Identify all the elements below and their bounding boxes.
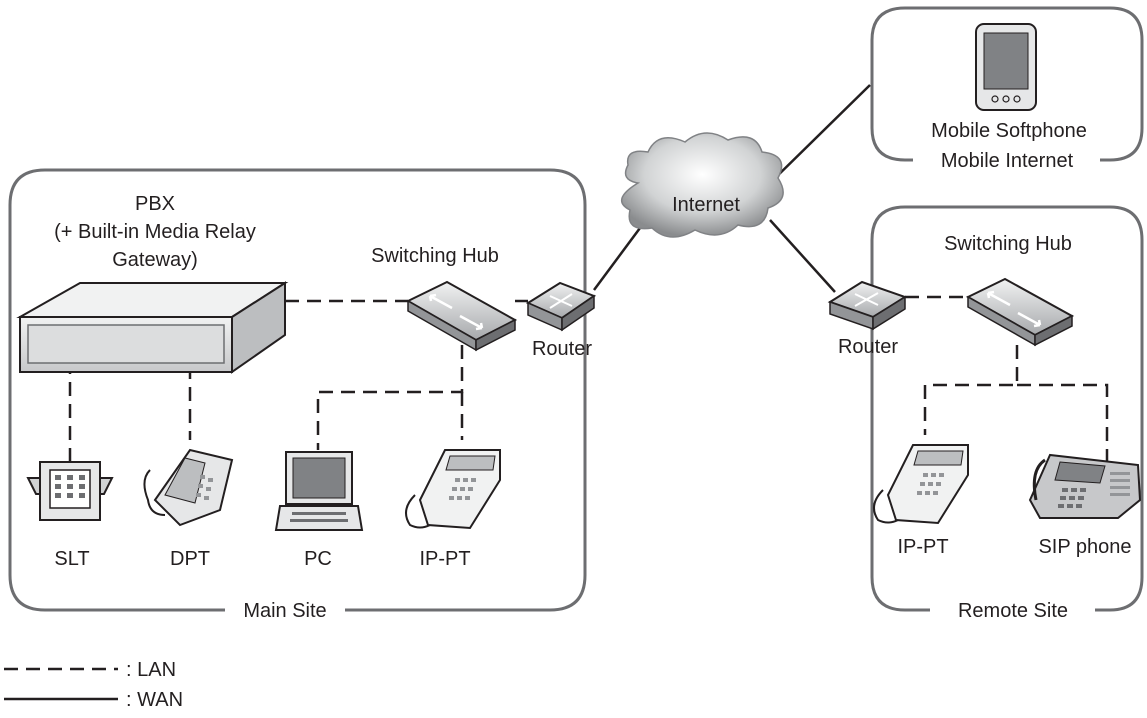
slt-phone-icon	[26, 461, 114, 521]
ip-pt-phone-icon-main	[405, 449, 501, 530]
switching-hub-icon-main	[405, 280, 518, 352]
router-icon-remote	[827, 280, 908, 331]
ip-pt-label-remote: IP-PT	[897, 536, 948, 558]
internet-label: Internet	[672, 194, 740, 216]
router-label-remote: Router	[838, 336, 898, 358]
mobile-softphone-icon	[975, 23, 1037, 111]
wan-connections	[592, 84, 871, 293]
legend-wan-label: : WAN	[126, 689, 183, 711]
ip-pt-phone-icon-remote	[873, 444, 969, 525]
router-label-main: Router	[532, 338, 592, 360]
switching-hub-icon-remote	[965, 277, 1075, 347]
pc-icon	[274, 451, 364, 531]
slt-label: SLT	[54, 548, 89, 570]
sip-phone-label: SIP phone	[1038, 536, 1131, 558]
main-site-frame: Main Site	[8, 168, 587, 622]
ip-pt-label-main: IP-PT	[419, 548, 470, 570]
pbx-icon	[16, 281, 289, 374]
lan-connections	[68, 295, 1109, 465]
dpt-label: DPT	[170, 548, 210, 570]
sip-phone-icon	[1028, 453, 1142, 519]
legend: : LAN : WAN	[4, 659, 183, 711]
mobile-internet-frame: Mobile Internet	[870, 6, 1144, 172]
legend-lan-label: : LAN	[126, 659, 176, 681]
pbx-label-line1: PBX	[135, 193, 175, 215]
main-site-label: Main Site	[243, 600, 326, 622]
pc-label: PC	[304, 548, 332, 570]
router-icon-main	[525, 281, 597, 332]
pbx-label-line2: (+ Built-in Media Relay	[54, 221, 256, 243]
switching-hub-label-remote: Switching Hub	[944, 233, 1072, 255]
remote-site-label: Remote Site	[958, 600, 1068, 622]
switching-hub-label-main: Switching Hub	[371, 245, 499, 267]
pbx-label-line3: Gateway)	[112, 249, 198, 271]
remote-site-frame: Remote Site	[870, 205, 1144, 622]
internet-cloud-icon	[621, 132, 784, 238]
dpt-phone-icon	[143, 448, 234, 527]
mobile-softphone-label: Mobile Softphone	[931, 120, 1087, 142]
mobile-internet-label: Mobile Internet	[941, 150, 1074, 172]
